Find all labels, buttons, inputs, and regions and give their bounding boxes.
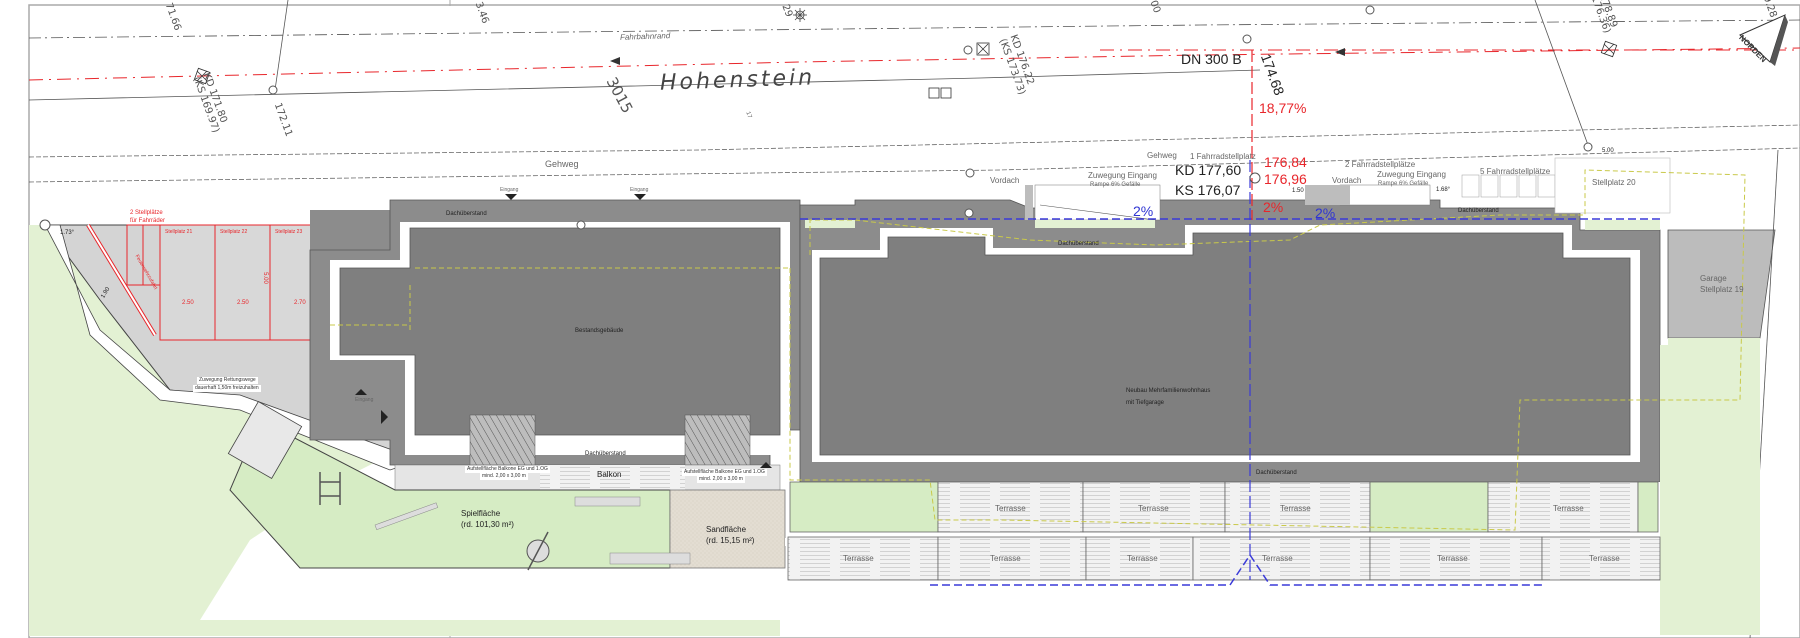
access-label-2: Zuwegung Eingang [1377, 170, 1446, 179]
parking-23: Stellplatz 23 [275, 229, 303, 235]
dimension: 2.70 [294, 300, 306, 306]
entrance-arrow-icon [760, 462, 772, 468]
new-building-label-1: Neubau Mehrfamilienwohnhaus [1126, 388, 1211, 394]
bike-parking-2: 2 Fahrradstellplätze [1345, 160, 1416, 169]
terrace-label: Terrasse [1262, 554, 1293, 563]
bike-parking-left-subtitle: für Fahrräder [130, 218, 166, 224]
carousel-icon [526, 531, 550, 571]
garage-label: Garage [1700, 274, 1727, 283]
north-arrow-icon [1739, 14, 1788, 66]
dimension: 5.00 [1602, 148, 1614, 154]
overhang-label: Dachüberstand [1458, 208, 1499, 214]
level-2: 176,96 [1264, 171, 1307, 187]
dimension: 1.68° [1436, 187, 1451, 193]
terrace-label: Terrasse [843, 554, 874, 563]
climbing-frame-icon [319, 472, 341, 505]
existing-building-label: Bestandsgebäude [575, 328, 624, 334]
manhole-icon [193, 40, 1618, 99]
level-1: 176,84 [1264, 154, 1307, 170]
access-sub-2: Rampe 6% Gefälle [1378, 181, 1429, 187]
entrance-label: Eingang [630, 187, 649, 193]
new-building-label-2: mit Tiefgarage [1126, 400, 1165, 406]
street-name: Hohenstein [659, 65, 816, 96]
terrace-label: Terrasse [1127, 554, 1158, 563]
flow-arrow-icon [1335, 48, 1345, 56]
fence-line [330, 169, 1746, 531]
fire-access-label-1: Zuwegung Rettungswege [197, 377, 258, 384]
dimension: 2.50 [182, 300, 194, 306]
parking-22: Stellplatz 22 [220, 229, 248, 235]
streetlamp-icon [793, 8, 807, 22]
dimension: 1.73° [60, 230, 75, 236]
sidewalk-label-2: Gehweg [1147, 151, 1177, 160]
terrace-label: Terrasse [990, 554, 1021, 563]
terrace-label: Terrasse [1280, 504, 1311, 513]
entrance-arrow-icon [634, 194, 646, 200]
terrace-label: Terrasse [1589, 554, 1620, 563]
bike-parking-5: 5 Fahrradstellplätze [1480, 167, 1551, 176]
sand-area-size: (rd. 15,15 m²) [706, 536, 755, 545]
slope-small: 2% [1263, 199, 1284, 215]
slope-right: 2% [1315, 205, 1336, 221]
dimension: 2.50 [237, 300, 249, 306]
parking-21: Stellplatz 21 [165, 229, 193, 235]
parking-19-label: Stellplatz 19 [1700, 285, 1744, 294]
terrace-label: Terrasse [1437, 554, 1468, 563]
balcony-label: Balkon [597, 470, 622, 479]
play-area-label: Spielfläche [461, 509, 501, 518]
entrance-label: Eingang [355, 397, 374, 403]
play-area-size: (rd. 101,30 m²) [461, 520, 514, 529]
sidewalk-label: Gehweg [545, 159, 579, 169]
terrace-label: Terrasse [1553, 504, 1584, 513]
sand-area-label: Sandfläche [706, 525, 747, 534]
overhang-label: Dachüberstand [446, 211, 487, 217]
balcony-hatch-2 [684, 414, 751, 466]
terraces-upper [789, 481, 1659, 533]
parking-20-label: Stellplatz 20 [1592, 178, 1636, 187]
dimension: 5.00 [261, 272, 268, 284]
fire-access-label-2: dauerhaft 1,50m freizuhalten [193, 385, 261, 392]
terraces-lower [787, 536, 1661, 581]
balcony-hatch-1 [469, 414, 536, 466]
flow-arrow-icon [610, 57, 620, 65]
terrace-label: Terrasse [995, 504, 1026, 513]
slope-left: 2% [1133, 203, 1154, 219]
lawn-area [29, 225, 780, 636]
balcony-area-1-sub: mind. 2,00 x 3,00 m [480, 473, 528, 480]
sewer-line [28, 47, 1800, 81]
terrace-label: Terrasse [1138, 504, 1169, 513]
balcony-area-2-sub: mind. 2,00 x 3,00 m [697, 476, 745, 483]
entrance-arrow-icon [505, 194, 517, 200]
pipe-label: DN 300 B [1181, 51, 1242, 67]
bike-parking-left-title: 2 Stellplätze [130, 210, 163, 216]
parking-20 [1554, 157, 1671, 214]
dimension: 1.50 [1292, 188, 1304, 194]
canopy-label: Vordach [990, 176, 1020, 185]
overhang-label: Dachüberstand [585, 451, 626, 457]
entrance-label: Eingang [500, 187, 519, 193]
balcony-area-2: Aufstellfläche Balkone EG und 1.OG [682, 469, 767, 476]
curb-line [28, 69, 1261, 101]
overhang-label: Dachüberstand [1256, 470, 1297, 476]
access-label-1: Zuwegung Eingang [1088, 171, 1157, 180]
access-sub-1: Rampe 6% Gefälle [1090, 182, 1141, 188]
bike-rack-icons [1461, 174, 1556, 198]
kd-level: KD 177,60 [1175, 162, 1242, 178]
play-area [229, 419, 671, 569]
overhang-label: Dachüberstand [1058, 241, 1099, 247]
entrance-arrow-icon [355, 389, 367, 395]
parking-bays [126, 224, 331, 341]
sidewalk-line-2 [28, 147, 1800, 183]
garage [1667, 229, 1776, 339]
sidewalk-line-1 [28, 124, 1800, 158]
new-building [819, 232, 1631, 456]
canopy-label-2: Vordach [1332, 176, 1362, 185]
balcony-area-1: Aufstellfläche Balkone EG und 1.OG [465, 466, 550, 473]
property-line-north [28, 19, 1800, 39]
bike-parking-1: 1 Fahrradstellplatz [1190, 152, 1256, 161]
existing-building [339, 227, 781, 436]
entrance-arrow-icon [381, 410, 388, 424]
ks-level: KS 176,07 [1175, 182, 1241, 198]
slope-label: 18,77% [1259, 100, 1307, 116]
